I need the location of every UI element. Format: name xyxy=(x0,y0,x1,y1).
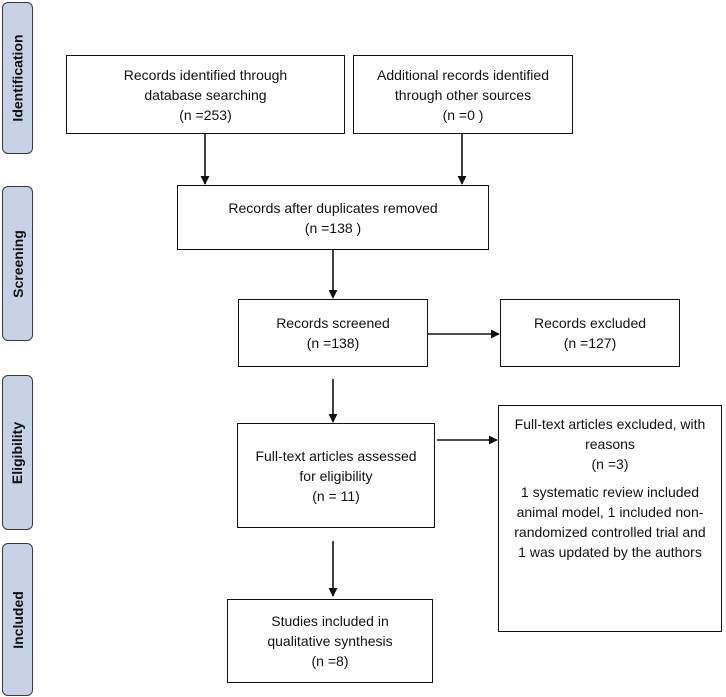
box-other-sources: Additional records identified through ot… xyxy=(353,55,573,134)
phase-screening: Screening xyxy=(2,186,33,341)
fulltext-assessed-line2: for eligibility xyxy=(299,467,373,484)
box-records-excluded: Records excluded (n =127) xyxy=(500,299,680,367)
records-excluded-count: (n =127) xyxy=(563,335,617,351)
records-screened-line1: Records screened xyxy=(276,315,390,331)
studies-included-count: (n =8) xyxy=(311,653,349,669)
studies-included-line1: Studies included in xyxy=(271,613,389,629)
other-sources-count: (n =0 ) xyxy=(442,106,484,123)
fulltext-assessed-line1: Full-text articles assessed xyxy=(255,447,417,464)
phase-included: Included xyxy=(2,543,33,696)
box-database-search: Records identified through database sear… xyxy=(66,55,345,134)
other-sources-line1: Additional records identified xyxy=(377,66,549,83)
fulltext-excluded-line2: reasons xyxy=(585,436,635,452)
fulltext-excluded-count: (n =3) xyxy=(591,456,629,472)
box-fulltext-excluded: Full-text articles excluded, with reason… xyxy=(498,405,722,632)
database-search-line2: database searching xyxy=(144,86,267,103)
box-studies-included: Studies included in qualitative synthesi… xyxy=(227,599,433,683)
fulltext-excluded-reason2: animal model, 1 included non- xyxy=(516,504,704,520)
other-sources-line2: through other sources xyxy=(394,86,532,103)
records-excluded-line1: Records excluded xyxy=(533,315,647,331)
fulltext-excluded-reason4: 1 was updated by the authors xyxy=(518,544,702,560)
fulltext-excluded-reason1: 1 systematic review included xyxy=(520,484,700,500)
phase-identification: Identification xyxy=(2,2,33,154)
database-search-count: (n =253) xyxy=(179,106,232,123)
records-screened-count: (n =138) xyxy=(306,335,360,351)
phase-eligibility: Eligibility xyxy=(2,375,33,530)
fulltext-assessed-count: (n = 11) xyxy=(312,487,360,504)
box-duplicates-removed: Records after duplicates removed (n =138… xyxy=(177,185,489,250)
box-records-screened: Records screened (n =138) xyxy=(238,299,428,367)
fulltext-excluded-reason3: randomized controlled trial and xyxy=(514,524,706,540)
duplicates-removed-count: (n =138 ) xyxy=(304,219,362,236)
duplicates-removed-line1: Records after duplicates removed xyxy=(228,199,438,216)
box-fulltext-assessed: Full-text articles assessed for eligibil… xyxy=(237,423,435,528)
database-search-line1: Records identified through xyxy=(123,66,288,83)
fulltext-excluded-line1: Full-text articles excluded, with xyxy=(514,416,706,432)
studies-included-line2: qualitative synthesis xyxy=(267,633,393,649)
